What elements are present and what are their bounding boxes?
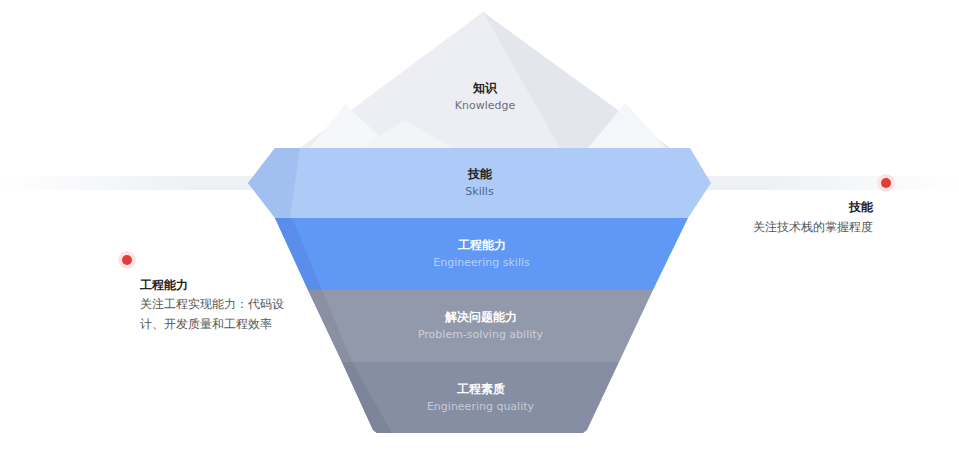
callout-title: 工程能力	[140, 275, 300, 295]
band-subtitle: Knowledge	[455, 97, 515, 115]
band-subtitle: Engineering quality	[427, 398, 534, 416]
iceberg-facet	[342, 362, 619, 433]
callout-text: 关注工程实现能力：代码设计、开发质量和工程效率	[140, 294, 288, 334]
callout-halo	[118, 251, 136, 269]
node-outline	[260, 0, 710, 148]
iceberg-facet	[300, 12, 670, 148]
iceberg-band: 工程素质Engineering quality	[342, 362, 619, 433]
band-subtitle: Skills	[465, 183, 493, 201]
iceberg-band: 解决问题能力Problem-solving ability	[308, 290, 653, 362]
band-subtitle: Engineering skills	[433, 254, 530, 272]
node-outline	[275, 218, 688, 290]
iceberg-facet	[588, 103, 666, 148]
iceberg-facet	[248, 148, 300, 218]
callout-halo	[877, 174, 895, 192]
iceberg-facet	[342, 362, 392, 433]
callout-dot	[881, 178, 891, 188]
band-title: 知识	[473, 79, 497, 97]
band-title: 解决问题能力	[445, 308, 517, 326]
iceberg-facet	[308, 290, 352, 362]
iceberg-facet	[275, 218, 688, 290]
iceberg-band: 工程能力Engineering skills	[275, 218, 688, 290]
leader-line	[712, 182, 879, 184]
band-title: 工程素质	[457, 380, 505, 398]
band-subtitle: Problem-solving ability	[418, 326, 543, 344]
knowledge-peak: 知识Knowledge	[260, 0, 710, 148]
iceberg-facet	[360, 120, 452, 148]
band-title: 技能	[468, 165, 492, 183]
iceberg-facet	[275, 218, 322, 290]
node-outline	[248, 148, 711, 218]
iceberg-facet	[483, 12, 670, 148]
callout-text: 关注技术栈的掌握程度	[673, 217, 873, 237]
node-outline	[342, 362, 619, 433]
leader-line	[134, 259, 294, 261]
iceberg-band: 技能Skills	[248, 148, 711, 218]
iceberg-facet	[248, 148, 711, 218]
iceberg-facet	[308, 290, 653, 362]
band-title: 工程能力	[458, 236, 506, 254]
node-outline	[308, 290, 653, 362]
callout-title: 技能	[673, 197, 873, 217]
callout-dot	[122, 255, 132, 265]
